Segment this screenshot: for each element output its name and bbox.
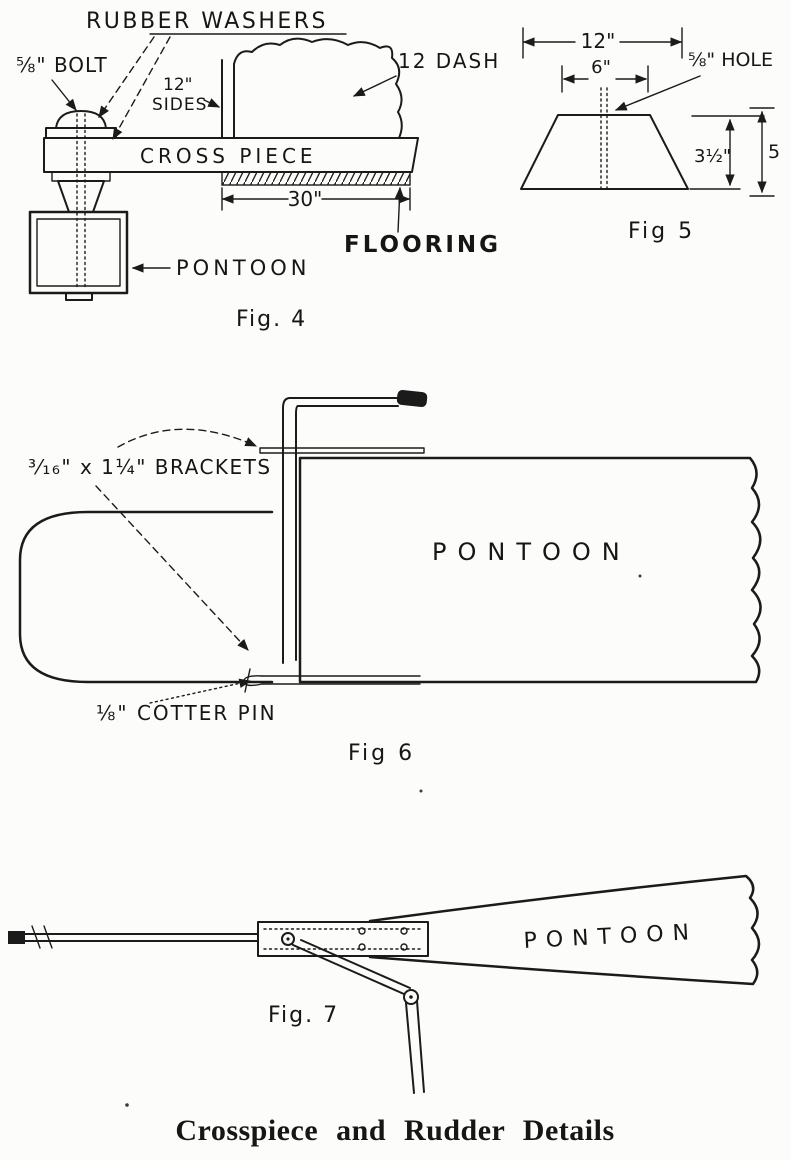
fig6-label-cotter-pin: ⅛" COTTER PIN	[96, 701, 277, 725]
page-caption: Crosspiece and Rudder Details	[175, 1114, 614, 1147]
flooring-leader-arrow	[394, 186, 405, 233]
brackets-leader-lower	[95, 485, 249, 651]
speckle	[125, 1103, 129, 1107]
rudder-blade-outline	[18, 510, 274, 684]
fig7-caption: Fig. 7	[268, 1003, 339, 1028]
plate-bolt-hole	[358, 927, 366, 935]
fig5-label-hole: ⅝" HOLE	[688, 49, 773, 71]
bolt-leader-arrow	[51, 79, 77, 111]
fig6-caption: Fig 6	[348, 741, 415, 766]
fig4-label-sides-size: 12"	[163, 75, 192, 95]
plate-bolt-hole	[358, 943, 366, 951]
plate-bolt-hole	[400, 927, 408, 935]
block-trapezoid-outline	[520, 114, 689, 190]
fig4-label-sides-word: SIDES	[152, 95, 207, 115]
hole-leader-arrow	[614, 75, 701, 111]
rubber-washers-leader-2	[112, 36, 171, 141]
pontoon-box-inner-wall	[36, 218, 121, 287]
flooring-hatch	[221, 171, 411, 186]
fig5-crosspiece-end-drawing: 12" ⅝" HOLE 6" 3½" 5 Fig 5	[520, 27, 780, 244]
fig4-label-pontoon: PONTOON	[176, 256, 311, 280]
bolt-head-outline	[55, 110, 107, 129]
hole-hidden-line	[600, 87, 608, 189]
rudder-arm-lower	[405, 1000, 425, 1094]
sides-leader-arrow	[203, 98, 221, 108]
rod-tip	[8, 931, 25, 944]
dash-side-lines	[221, 59, 235, 139]
fig7-label-pontoon: PONTOON	[523, 920, 699, 954]
upper-bracket-strap	[259, 447, 425, 454]
fig5-caption: Fig 5	[628, 219, 695, 244]
dim-5-ticks	[749, 107, 775, 197]
fig6-rudder-side-drawing: ³⁄₁₆" x 1¼" BRACKETS PONTOON ⅛" COTTER P…	[18, 389, 762, 766]
fig7-rudder-top-drawing: PONTOON Fig. 7	[8, 874, 761, 1094]
rubber-washers-leader-1	[98, 36, 155, 118]
rudder-arm-upper	[292, 939, 411, 995]
lower-bracket-strap	[261, 675, 421, 685]
pontoon-box-nub	[65, 292, 93, 301]
speckle	[638, 574, 642, 578]
fig4-label-dash: 12 DASH	[398, 49, 500, 73]
brackets-leader-upper	[117, 428, 258, 448]
pontoon-box-outline	[28, 210, 129, 295]
pontoon-wedge-outline	[368, 874, 761, 986]
cotter-pin-shape	[244, 668, 251, 693]
plate-pivot-hole	[281, 932, 295, 946]
speckle	[419, 789, 423, 793]
arm-pivot-center	[409, 995, 413, 999]
fig4-label-flooring: FLOORING	[344, 232, 501, 258]
plate-hidden-lines	[263, 928, 423, 950]
dash-panel-torn-outline	[233, 37, 403, 139]
fig5-label-dim-5: 5	[768, 141, 780, 163]
fig5-label-dim-6: 6"	[591, 57, 611, 78]
fig4-caption: Fig. 4	[236, 307, 307, 332]
dash-leader-arrow	[352, 75, 397, 97]
rudder-bracket-plate	[257, 921, 429, 957]
tiller-and-bracket-inner	[295, 405, 399, 661]
mount-cone	[57, 180, 105, 213]
arm-pivot	[403, 989, 419, 1005]
bolt-shaft-hidden-line	[76, 113, 86, 291]
scan-speckles	[125, 574, 642, 1107]
cotter-pin-leader	[149, 678, 252, 704]
fig5-label-dim-3half: 3½"	[694, 146, 731, 167]
fig5-label-dim-12: 12"	[581, 29, 616, 53]
fig4-label-rubber-washers: RUBBER WASHERS	[86, 9, 328, 34]
rod-hatch-marks	[31, 925, 53, 949]
plate-bolt-hole	[400, 943, 408, 951]
lower-washer	[51, 171, 111, 182]
upper-washer	[45, 127, 117, 139]
plate-pivot-center	[286, 937, 290, 941]
fig4-label-bolt: ⅝" BOLT	[16, 53, 108, 77]
fig4-crosspiece-section-drawing: RUBBER WASHERS ⅝" BOLT 12" SIDES 12 DASH…	[16, 9, 501, 332]
steering-rod	[11, 933, 259, 942]
fig4-label-cross-piece: CROSS PIECE	[140, 144, 317, 168]
fig4-label-dim-30: 30"	[288, 187, 323, 211]
tiller-and-bracket-outer	[282, 397, 399, 664]
fig6-label-pontoon: PONTOON	[432, 538, 631, 566]
pontoon-outline	[298, 456, 762, 684]
dim-6-ticks	[561, 65, 649, 93]
tiller-grip	[396, 389, 428, 408]
fig6-label-brackets: ³⁄₁₆" x 1¼" BRACKETS	[28, 455, 272, 479]
dim-extension-lines	[689, 115, 765, 190]
